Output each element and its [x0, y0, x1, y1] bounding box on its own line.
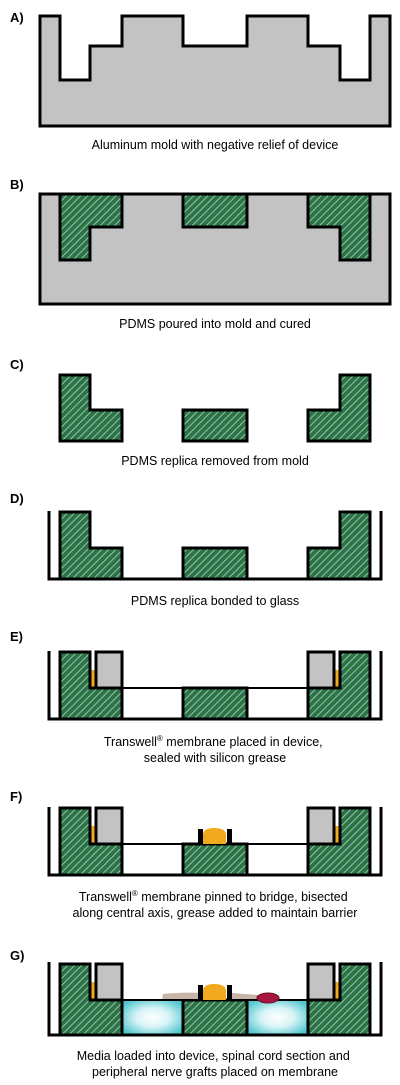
- grease-left: [88, 826, 96, 844]
- transwell-insert-left: [94, 650, 124, 690]
- glass-slide: [47, 511, 383, 581]
- pdms-center-bridge: [181, 842, 249, 877]
- grease-left: [88, 982, 96, 1000]
- panel-a-letter: A): [10, 10, 24, 25]
- pin-left: [198, 985, 203, 1000]
- panel-d: D) PDMS replica bonded to glass: [10, 491, 383, 608]
- panel-e: E) Transwell® membrane placed in device,…: [10, 629, 383, 765]
- panel-g-caption-line-2: peripheral nerve grafts placed on membra…: [92, 1065, 338, 1079]
- panel-d-caption-line-1: PDMS replica bonded to glass: [131, 594, 299, 608]
- grease-left: [88, 670, 96, 688]
- pdms-left-wall: [58, 373, 124, 443]
- panel-f-caption-line-1b: membrane pinned to bridge, bisected: [138, 890, 348, 904]
- transwell-insert-right: [306, 806, 336, 846]
- pin-right: [227, 829, 232, 844]
- panel-g: G) Media loaded into device, spinal cord…: [10, 948, 383, 1079]
- aluminum-mold: [38, 14, 392, 128]
- panel-f-letter: F): [10, 789, 22, 804]
- transwell-insert-right: [306, 962, 336, 1002]
- pdms-center-bridge: [181, 686, 249, 721]
- panel-a-caption-line-1: Aluminum mold with negative relief of de…: [92, 138, 339, 152]
- panel-a-caption: Aluminum mold with negative relief of de…: [92, 138, 339, 152]
- panel-e-caption: Transwell® membrane placed in device, se…: [104, 734, 326, 765]
- grease-barrier: [203, 828, 226, 844]
- pdms-left-wall: [58, 510, 124, 581]
- peripheral-nerve-graft: [256, 992, 280, 1004]
- panel-e-caption-line-1a: Transwell: [104, 735, 157, 749]
- registered-mark: ®: [157, 734, 163, 743]
- panel-c: C) PDMS replica removed from mold: [10, 357, 372, 468]
- grease-right: [334, 670, 342, 688]
- panel-d-caption: PDMS replica bonded to glass: [131, 594, 299, 608]
- grease-right: [334, 982, 342, 1000]
- pin-right: [227, 985, 232, 1000]
- panel-b-letter: B): [10, 177, 24, 192]
- pdms-left-wall: [58, 192, 124, 262]
- panel-c-caption-line-1: PDMS replica removed from mold: [121, 454, 309, 468]
- transwell-insert-left: [94, 806, 124, 846]
- panel-b-caption: PDMS poured into mold and cured: [119, 317, 311, 331]
- panel-f-caption: Transwell® membrane pinned to bridge, bi…: [73, 889, 358, 920]
- panel-g-caption-line-1: Media loaded into device, spinal cord se…: [77, 1049, 350, 1063]
- pdms-right-wall: [306, 373, 372, 443]
- panel-f-caption-line-1a: Transwell: [79, 890, 132, 904]
- transwell-insert-right: [306, 650, 336, 690]
- grease-barrier: [203, 984, 226, 1000]
- panel-e-letter: E): [10, 629, 23, 644]
- media-left: [122, 1000, 183, 1035]
- media-right: [247, 1000, 308, 1035]
- pdms-center-bridge: [181, 546, 249, 581]
- panel-f-caption-line-2: along central axis, grease added to main…: [73, 906, 358, 920]
- panel-f: F) Transwell® membrane pinned to bridge,…: [10, 789, 383, 920]
- pin-left: [198, 829, 203, 844]
- grease-right: [334, 826, 342, 844]
- spinal-cord-section-right: [232, 993, 258, 1000]
- pdms-center-bridge: [181, 998, 249, 1037]
- panel-c-caption: PDMS replica removed from mold: [121, 454, 309, 468]
- panel-b-caption-line-1: PDMS poured into mold and cured: [119, 317, 311, 331]
- pdms-right-wall: [306, 510, 372, 581]
- pdms-center-bridge: [181, 192, 249, 229]
- panel-a: A) Aluminum mold with negative relief of…: [10, 10, 392, 152]
- spinal-cord-section: [162, 992, 203, 1000]
- panel-c-letter: C): [10, 357, 24, 372]
- glass-slide: [47, 807, 383, 877]
- panel-b: B) PDMS poured into mold and cured: [10, 177, 392, 331]
- pdms-right-wall: [306, 192, 372, 262]
- registered-mark: ®: [132, 889, 138, 898]
- transwell-insert-left: [94, 962, 124, 1002]
- glass-slide: [47, 651, 383, 721]
- panel-e-caption-line-1b: membrane placed in device,: [163, 735, 323, 749]
- panel-d-letter: D): [10, 491, 24, 506]
- panel-g-caption: Media loaded into device, spinal cord se…: [77, 1049, 354, 1079]
- glass-slide: [47, 962, 383, 1037]
- pdms-center-bridge: [181, 408, 249, 443]
- panel-g-letter: G): [10, 948, 24, 963]
- panel-e-caption-line-2: sealed with silicon grease: [144, 751, 286, 765]
